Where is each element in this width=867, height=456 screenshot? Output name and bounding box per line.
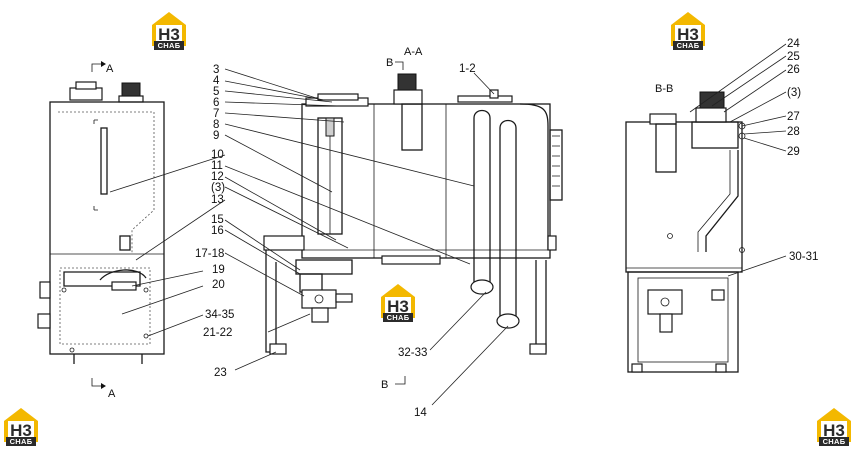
logo-caption: СНАБ bbox=[677, 41, 700, 50]
callout-5: 5 bbox=[213, 86, 219, 98]
logo-badge: H3 bbox=[677, 25, 699, 44]
callout-29: 29 bbox=[787, 146, 800, 158]
callout-34-35: 34-35 bbox=[205, 309, 234, 321]
callout-32-33: 32-33 bbox=[398, 347, 427, 359]
logo-top-left: H3 СНАБ bbox=[152, 12, 186, 50]
left-side-view: A A bbox=[37, 61, 165, 400]
logo-top-right: H3 СНАБ bbox=[671, 12, 705, 50]
callout-17-18: 17-18 bbox=[195, 248, 224, 260]
right-section-view: B-B bbox=[625, 83, 746, 373]
callout-15: 15 bbox=[211, 214, 224, 226]
callout-10: 10 bbox=[211, 149, 224, 161]
callout-26: 26 bbox=[787, 64, 800, 76]
logo-badge: H3 bbox=[823, 421, 845, 440]
callout-4: 4 bbox=[213, 75, 220, 87]
callout-30-31: 30-31 bbox=[789, 251, 818, 263]
callout-21-22: 21-22 bbox=[203, 327, 232, 339]
logo-caption: СНАБ bbox=[387, 313, 410, 322]
callout-19: 19 bbox=[212, 264, 225, 276]
center-section-view: A-A B bbox=[263, 46, 563, 391]
logo-badge: H3 bbox=[10, 421, 32, 440]
logo-badge: H3 bbox=[158, 25, 180, 44]
logo-badge: H3 bbox=[387, 297, 409, 316]
logo-bottom-left: H3 СНАБ bbox=[4, 408, 38, 446]
callout-7: 7 bbox=[213, 108, 219, 120]
callout-9: 9 bbox=[213, 130, 219, 142]
callout-24: 24 bbox=[787, 38, 800, 50]
callout-8: 8 bbox=[213, 119, 219, 131]
callout-23: 23 bbox=[214, 367, 227, 379]
section-bb-label: B-B bbox=[655, 83, 673, 95]
callout-14: 14 bbox=[414, 407, 427, 419]
leader-lines bbox=[109, 43, 787, 406]
callout-labels: 3 4 5 6 7 8 9 10 11 12 (3) 13 15 16 17-1… bbox=[195, 38, 818, 419]
callout-3-ref: (3) bbox=[211, 182, 225, 194]
callout-28: 28 bbox=[787, 126, 800, 138]
callout-3-ref-right: (3) bbox=[787, 87, 801, 99]
section-b-bottom-label: B bbox=[381, 379, 388, 391]
logo-caption: СНАБ bbox=[823, 437, 846, 446]
callout-27: 27 bbox=[787, 111, 800, 123]
section-a-top-label: A bbox=[106, 63, 114, 75]
section-aa-label: A-A bbox=[404, 46, 423, 58]
callout-1-2: 1-2 bbox=[459, 63, 476, 75]
logo-caption: СНАБ bbox=[10, 437, 33, 446]
callout-25: 25 bbox=[787, 51, 800, 63]
callout-12: 12 bbox=[211, 171, 224, 183]
logo-bottom-right: H3 СНАБ bbox=[817, 408, 851, 446]
callout-16: 16 bbox=[211, 225, 224, 237]
logo-center: H3 СНАБ bbox=[381, 284, 415, 322]
callout-11: 11 bbox=[211, 160, 223, 172]
callout-6: 6 bbox=[213, 97, 219, 109]
section-a-bottom-label: A bbox=[108, 388, 116, 400]
section-b-top-label: B bbox=[386, 57, 393, 69]
callout-3: 3 bbox=[213, 64, 219, 76]
callout-20: 20 bbox=[212, 279, 225, 291]
callout-13: 13 bbox=[211, 194, 224, 206]
logo-caption: СНАБ bbox=[158, 41, 181, 50]
